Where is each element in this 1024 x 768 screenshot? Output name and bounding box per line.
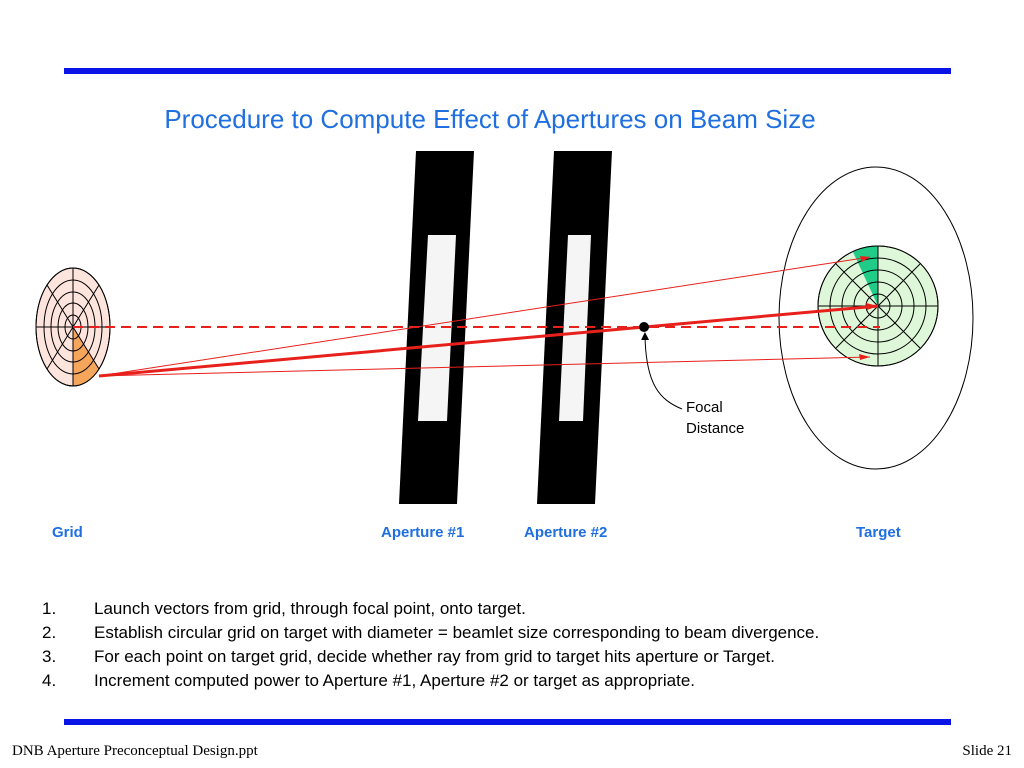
step-number: 3. [42, 647, 57, 666]
step-text: Establish circular grid on target with d… [94, 623, 820, 642]
focal-label-line-2: Distance [686, 420, 745, 437]
focal-point [639, 322, 649, 332]
aperture-1-label: Aperture #1 [381, 524, 465, 541]
step-number: 2. [42, 623, 57, 642]
footer-filename: DNB Aperture Preconceptual Design.ppt [12, 743, 258, 759]
step-text: For each point on target grid, decide wh… [94, 647, 775, 666]
step-text: Increment computed power to Aperture #1,… [94, 671, 696, 690]
ray-lower [98, 356, 871, 377]
ray-central-arrowhead [866, 303, 878, 310]
step-number: 1. [42, 599, 57, 618]
step-item: 3. For each point on target grid, decide … [42, 645, 819, 669]
aperture-1-plate [399, 151, 474, 504]
ray-central [98, 304, 879, 378]
top-rule [64, 68, 951, 74]
focal-distance-label: Focal Distance [686, 397, 744, 439]
step-text: Launch vectors from grid, through focal … [94, 599, 526, 618]
bottom-rule [64, 719, 951, 725]
step-item: 2. Establish circular grid on target with… [42, 621, 819, 645]
footer-slide-number: Slide 21 [962, 743, 1012, 759]
procedure-steps: 1. Launch vectors from grid, through foca… [42, 597, 819, 693]
target-label: Target [856, 524, 901, 541]
ray-lower-arrowhead [859, 354, 870, 360]
step-number: 4. [42, 671, 57, 690]
step-item: 1. Launch vectors from grid, through foca… [42, 597, 819, 621]
step-item: 4. Increment computed power to Aperture #… [42, 669, 819, 693]
ray-upper-arrowhead [860, 256, 870, 262]
aperture-2-label: Aperture #2 [524, 524, 608, 541]
focal-label-line-1: Focal [686, 399, 723, 416]
focal-pointer-arrow [641, 332, 683, 410]
slide-title: Procedure to Compute Effect of Apertures… [164, 104, 816, 134]
grid-label: Grid [52, 524, 83, 541]
target-ellipse [778, 166, 974, 470]
ray-upper [98, 256, 871, 377]
